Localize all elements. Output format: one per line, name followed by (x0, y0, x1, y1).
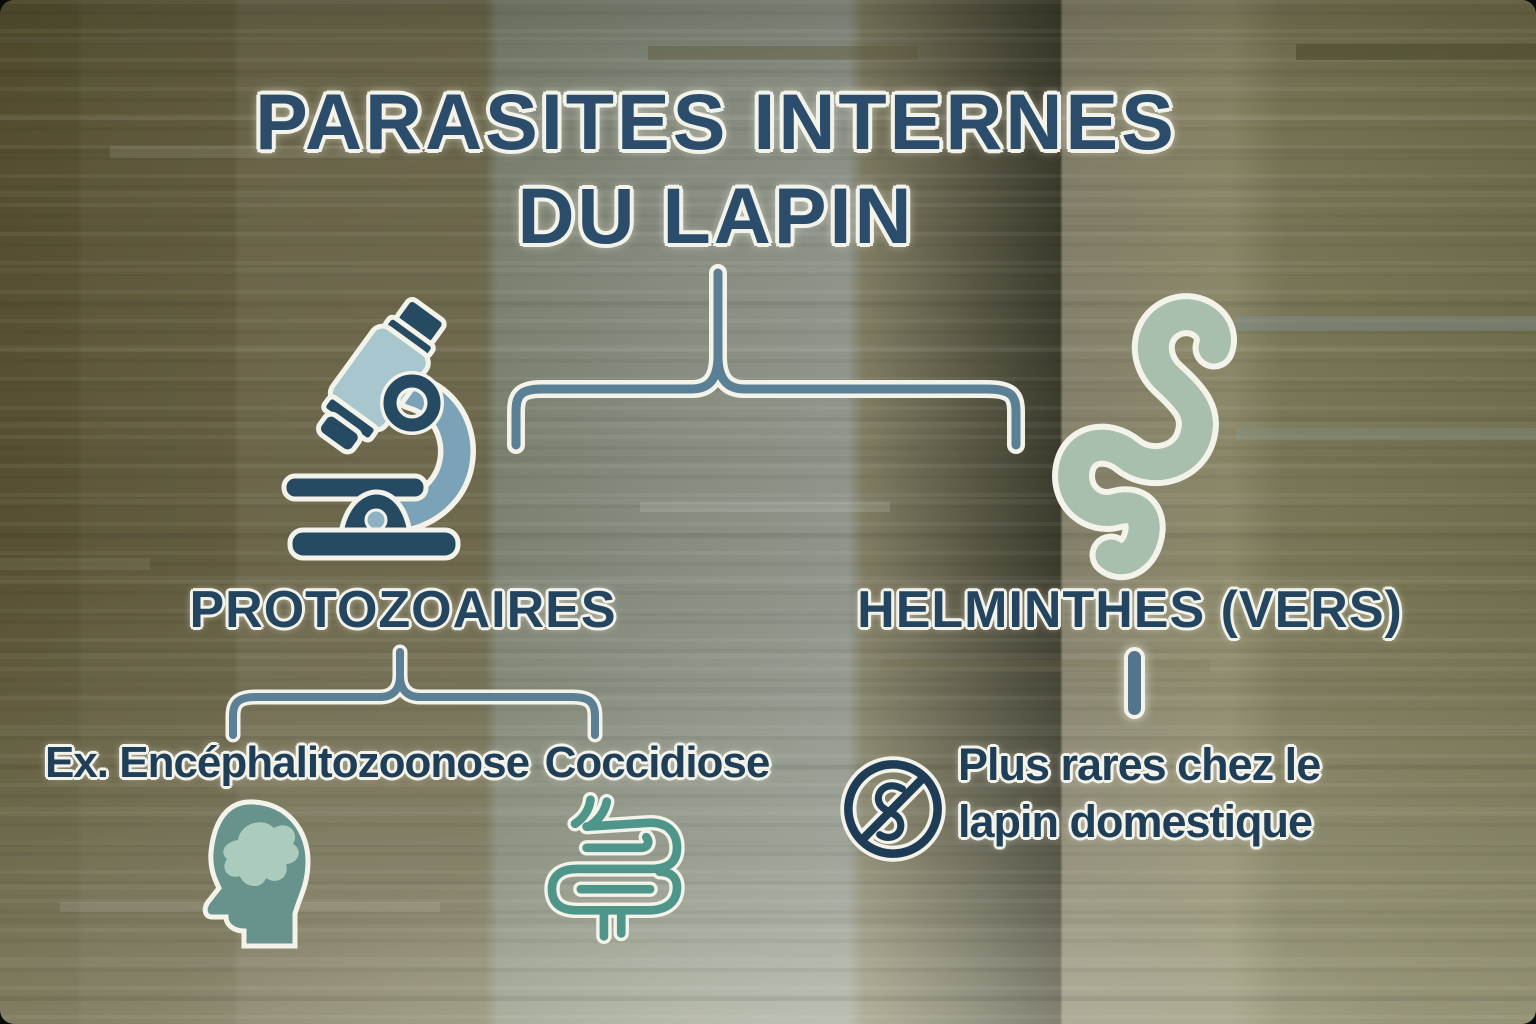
helminthes-note: Plus rares chez le lapin domestique (958, 736, 1358, 850)
microscope-icon (281, 297, 476, 561)
example-label-coccidiose: Coccidiose (544, 738, 771, 787)
intestine-icon (544, 792, 685, 944)
helminthes-note-line-1: Plus rares chez le (958, 739, 1321, 790)
sub-branch-bracket (225, 644, 603, 743)
branch-label-protozoaires: PROTOZOAIRES (189, 581, 617, 639)
worm-icon (1052, 293, 1237, 581)
no-worm-icon (840, 756, 946, 862)
example-label-encephalitozoonose: Ex. Encéphalitozoonose (44, 738, 530, 787)
brain-head-icon (202, 799, 311, 949)
page-title-line-1: PARASITES INTERNES (255, 77, 1177, 166)
helminthes-connector-line (1128, 651, 1141, 715)
helminthes-note-line-2: lapin domestique (958, 796, 1313, 847)
page-title-line-2: DU LAPIN (517, 171, 915, 260)
main-branch-bracket (507, 264, 1025, 454)
branch-label-helminthes: HELMINTHES (VERS) (857, 581, 1403, 639)
